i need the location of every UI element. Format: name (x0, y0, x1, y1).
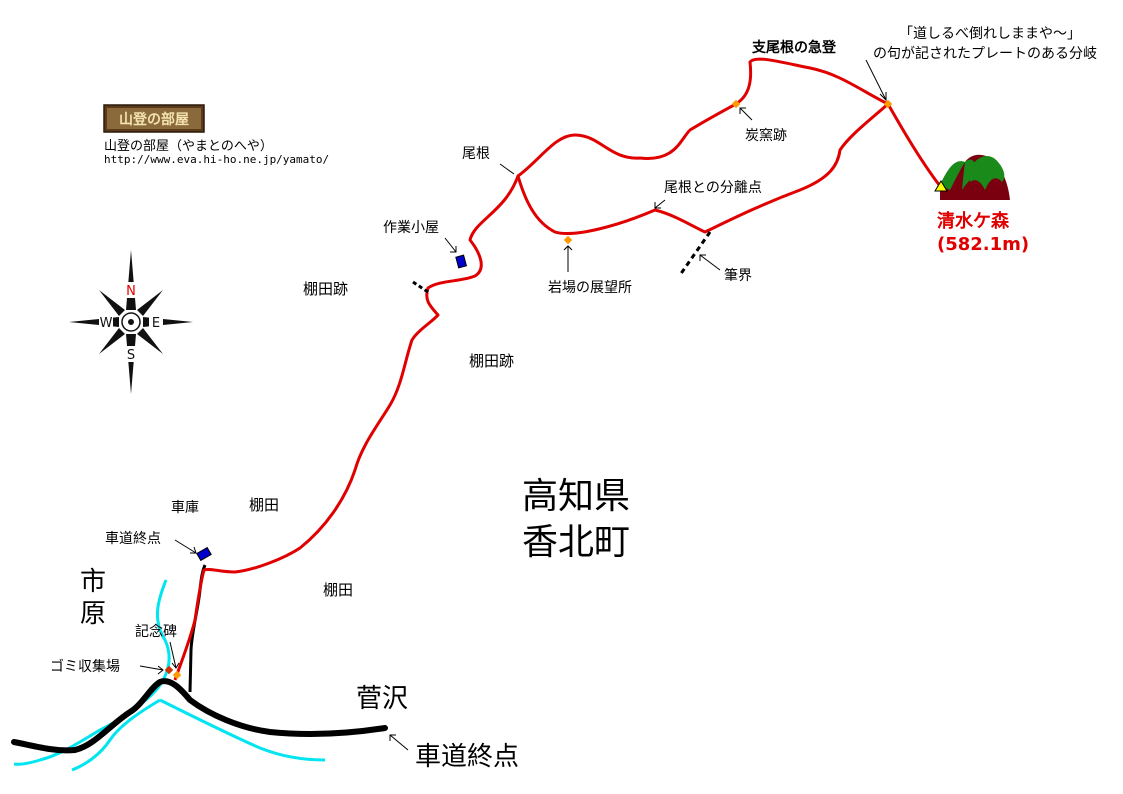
label-monument: 記念碑 (135, 623, 177, 640)
leader-lines (139, 59, 887, 751)
label-garage: 車庫 (171, 499, 199, 516)
region-town: 香北町 (522, 522, 630, 563)
label-plate-1: 「道しるべ倒れしままや～」 (899, 26, 1081, 42)
region-pref: 高知県 (522, 476, 630, 517)
summit-name: 清水ケ森 (937, 210, 1010, 232)
label-rice-2: 棚田 (323, 581, 353, 599)
road-main (11, 678, 388, 754)
garage-marker (196, 546, 212, 562)
compass-n: N (126, 284, 136, 299)
river-branch (71, 698, 161, 772)
label-kiln: 炭窯跡 (745, 127, 787, 144)
site-logo[interactable]: 山登の部屋 (103, 104, 205, 133)
compass-w: W (100, 316, 113, 331)
label-steep: 支尾根の急登 (751, 39, 837, 56)
label-road-end-2: 車道終点 (415, 742, 519, 772)
hiking-route-loop (516, 102, 889, 235)
region-ichihara-1: 市 (80, 567, 106, 597)
label-rice-1: 棚田 (249, 496, 279, 514)
label-plate-2: の句が記されたプレートのある分岐 (873, 45, 1097, 62)
label-boundary: 筆界 (724, 268, 752, 284)
compass-rose: N S W E (69, 250, 193, 394)
label-garbage: ゴミ収集場 (50, 658, 120, 675)
boundary-line (678, 231, 712, 276)
label-terrace-1: 棚田跡 (303, 280, 348, 298)
hiking-route-main (173, 57, 942, 681)
site-logo-text: 山登の部屋 (119, 111, 189, 128)
compass-e: E (152, 316, 160, 331)
summit-elevation: (582.1m) (937, 234, 1029, 255)
label-rock-view: 岩場の展望所 (548, 280, 632, 296)
label-terrace-2: 棚田跡 (469, 352, 514, 370)
rock-view-marker (563, 235, 573, 245)
river-east (159, 698, 326, 762)
label-hut: 作業小屋 (383, 220, 439, 236)
site-name: 山登の部屋（やまとのへや） (104, 139, 273, 154)
compass-s: S (127, 348, 135, 363)
label-ridge-split: 尾根との分離点 (664, 179, 762, 196)
region-ichihara-2: 原 (80, 599, 106, 629)
site-url[interactable]: http://www.eva.hi-ho.ne.jp/yamato/ (104, 153, 329, 166)
label-road-end-1: 車道終点 (105, 530, 161, 547)
mountain-icon (934, 154, 1010, 200)
region-sugasawa: 菅沢 (356, 684, 408, 714)
label-ridge: 尾根 (462, 146, 490, 162)
hut-marker (455, 254, 468, 269)
terrace-dash (412, 280, 429, 294)
monument-marker (172, 670, 182, 680)
